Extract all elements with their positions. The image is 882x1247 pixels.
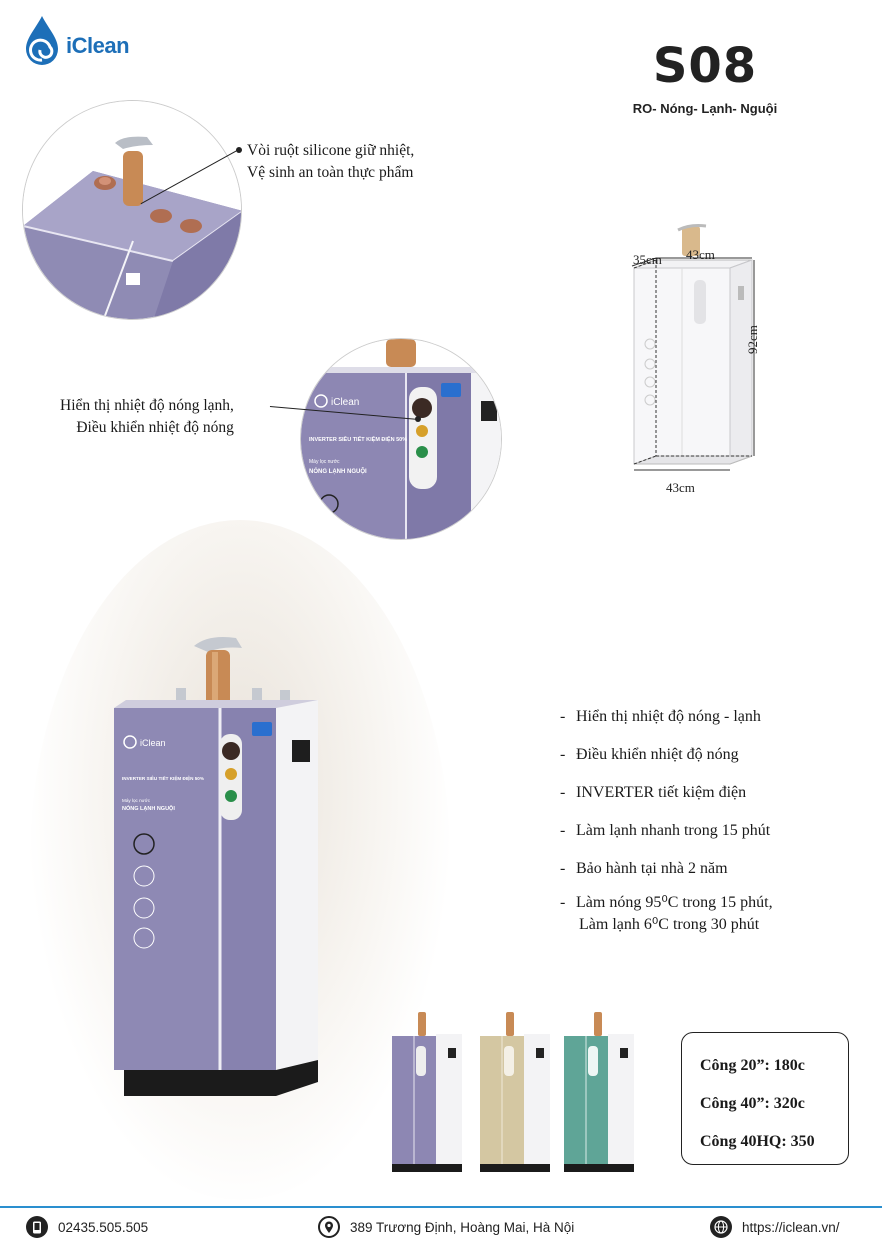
feature-item: -Hiển thị nhiệt độ nóng - lạnh bbox=[560, 708, 761, 725]
teal-variant bbox=[564, 1012, 634, 1172]
footer-phone: 02435.505.505 bbox=[26, 1216, 148, 1238]
capacity-40ft: Công 40”: 320c bbox=[700, 1095, 805, 1112]
dimension-diagram bbox=[631, 224, 755, 471]
faucet-callout-dot bbox=[236, 147, 242, 153]
brand-name: iClean bbox=[66, 33, 130, 58]
purple-variant bbox=[392, 1012, 462, 1172]
product-inverter-text: INVERTER SIÊU TIẾT KIỆM ĐIỆN 50% bbox=[122, 774, 204, 781]
feature-list: -Hiển thị nhiệt độ nóng - lạnh -Điều khi… bbox=[560, 698, 773, 918]
container-capacity-box: Công 20”: 180c Công 40”: 320c Công 40HQ:… bbox=[681, 1032, 849, 1165]
color-variants bbox=[392, 1012, 634, 1172]
dimension-height: 92cm bbox=[745, 325, 760, 354]
feature-continuation: Làm lạnh 6⁰C trong 30 phút bbox=[579, 916, 760, 933]
footer-website[interactable]: https://iclean.vn/ bbox=[710, 1216, 840, 1238]
model-subtitle: RO- Nóng- Lạnh- Nguội bbox=[632, 101, 778, 116]
faucet-zoom-circle bbox=[22, 100, 242, 320]
svg-text:Máy lọc nước: Máy lọc nước bbox=[309, 459, 340, 465]
capacity-20ft: Công 20”: 180c bbox=[700, 1057, 805, 1074]
footer-address-text: 389 Trương Định, Hoàng Mai, Hà Nội bbox=[350, 1219, 575, 1235]
phone-icon bbox=[26, 1216, 48, 1238]
dimension-width-bottom: 43cm bbox=[666, 480, 695, 495]
footer-website-link[interactable]: https://iclean.vn/ bbox=[742, 1219, 840, 1235]
panel-callout-line-2: Điều khiển nhiệt độ nóng bbox=[76, 419, 234, 436]
location-pin-icon bbox=[318, 1216, 340, 1238]
panel-callout: Hiển thị nhiệt độ nóng lạnh, Điều khiển … bbox=[60, 395, 234, 439]
feature-item: -Bảo hành tại nhà 2 năm bbox=[560, 860, 728, 877]
dimension-depth: 35cm bbox=[633, 252, 662, 267]
footer-address: 389 Trương Định, Hoàng Mai, Hà Nội bbox=[318, 1216, 574, 1238]
feature-item: -Làm lạnh nhanh trong 15 phút bbox=[560, 822, 771, 839]
dimension-width-top: 43cm bbox=[686, 247, 715, 262]
panel-callout-line-1: Hiển thị nhiệt độ nóng lạnh, bbox=[60, 397, 234, 414]
control-panel-zoom-circle: iClean INVERTER SIÊU TIẾT KIỆM ĐIỆN 50% … bbox=[300, 338, 502, 540]
water-drop-logo-icon bbox=[26, 16, 58, 65]
svg-text:iClean: iClean bbox=[331, 397, 359, 408]
model-title: S08 bbox=[652, 38, 758, 94]
feature-item: -INVERTER tiết kiệm điện bbox=[560, 784, 747, 801]
panel-callout-dot bbox=[415, 416, 421, 422]
feature-item: -Làm nóng 95⁰C trong 15 phút, bbox=[560, 894, 773, 911]
beige-variant bbox=[480, 1012, 550, 1172]
feature-item: -Điều khiển nhiệt độ nóng bbox=[560, 746, 739, 763]
footer-divider bbox=[0, 1206, 882, 1208]
product-logo-text: iClean bbox=[140, 738, 166, 748]
faucet-callout: Vòi ruột silicone giữ nhiệt, Vệ sinh an … bbox=[247, 140, 414, 184]
main-product-image: iClean INVERTER SIÊU TIẾT KIỆM ĐIỆN 50% … bbox=[114, 637, 318, 1096]
product-type-small-text: Máy lọc nước bbox=[122, 798, 151, 803]
product-type-big-text: NÓNG LẠNH NGUỘI bbox=[122, 804, 175, 812]
globe-icon bbox=[710, 1216, 732, 1238]
svg-text:NÓNG LẠNH NGUỘI: NÓNG LẠNH NGUỘI bbox=[309, 467, 367, 475]
faucet-callout-line-2: Vệ sinh an toàn thực phẩm bbox=[247, 164, 414, 181]
capacity-40hq: Công 40HQ: 350 bbox=[700, 1133, 815, 1150]
brand-logo: iClean bbox=[22, 14, 130, 68]
footer-phone-text: 02435.505.505 bbox=[58, 1219, 149, 1235]
faucet-callout-line-1: Vòi ruột silicone giữ nhiệt, bbox=[247, 142, 415, 159]
svg-text:INVERTER SIÊU TIẾT KIỆM ĐIỆN 5: INVERTER SIÊU TIẾT KIỆM ĐIỆN 50% bbox=[309, 435, 407, 443]
